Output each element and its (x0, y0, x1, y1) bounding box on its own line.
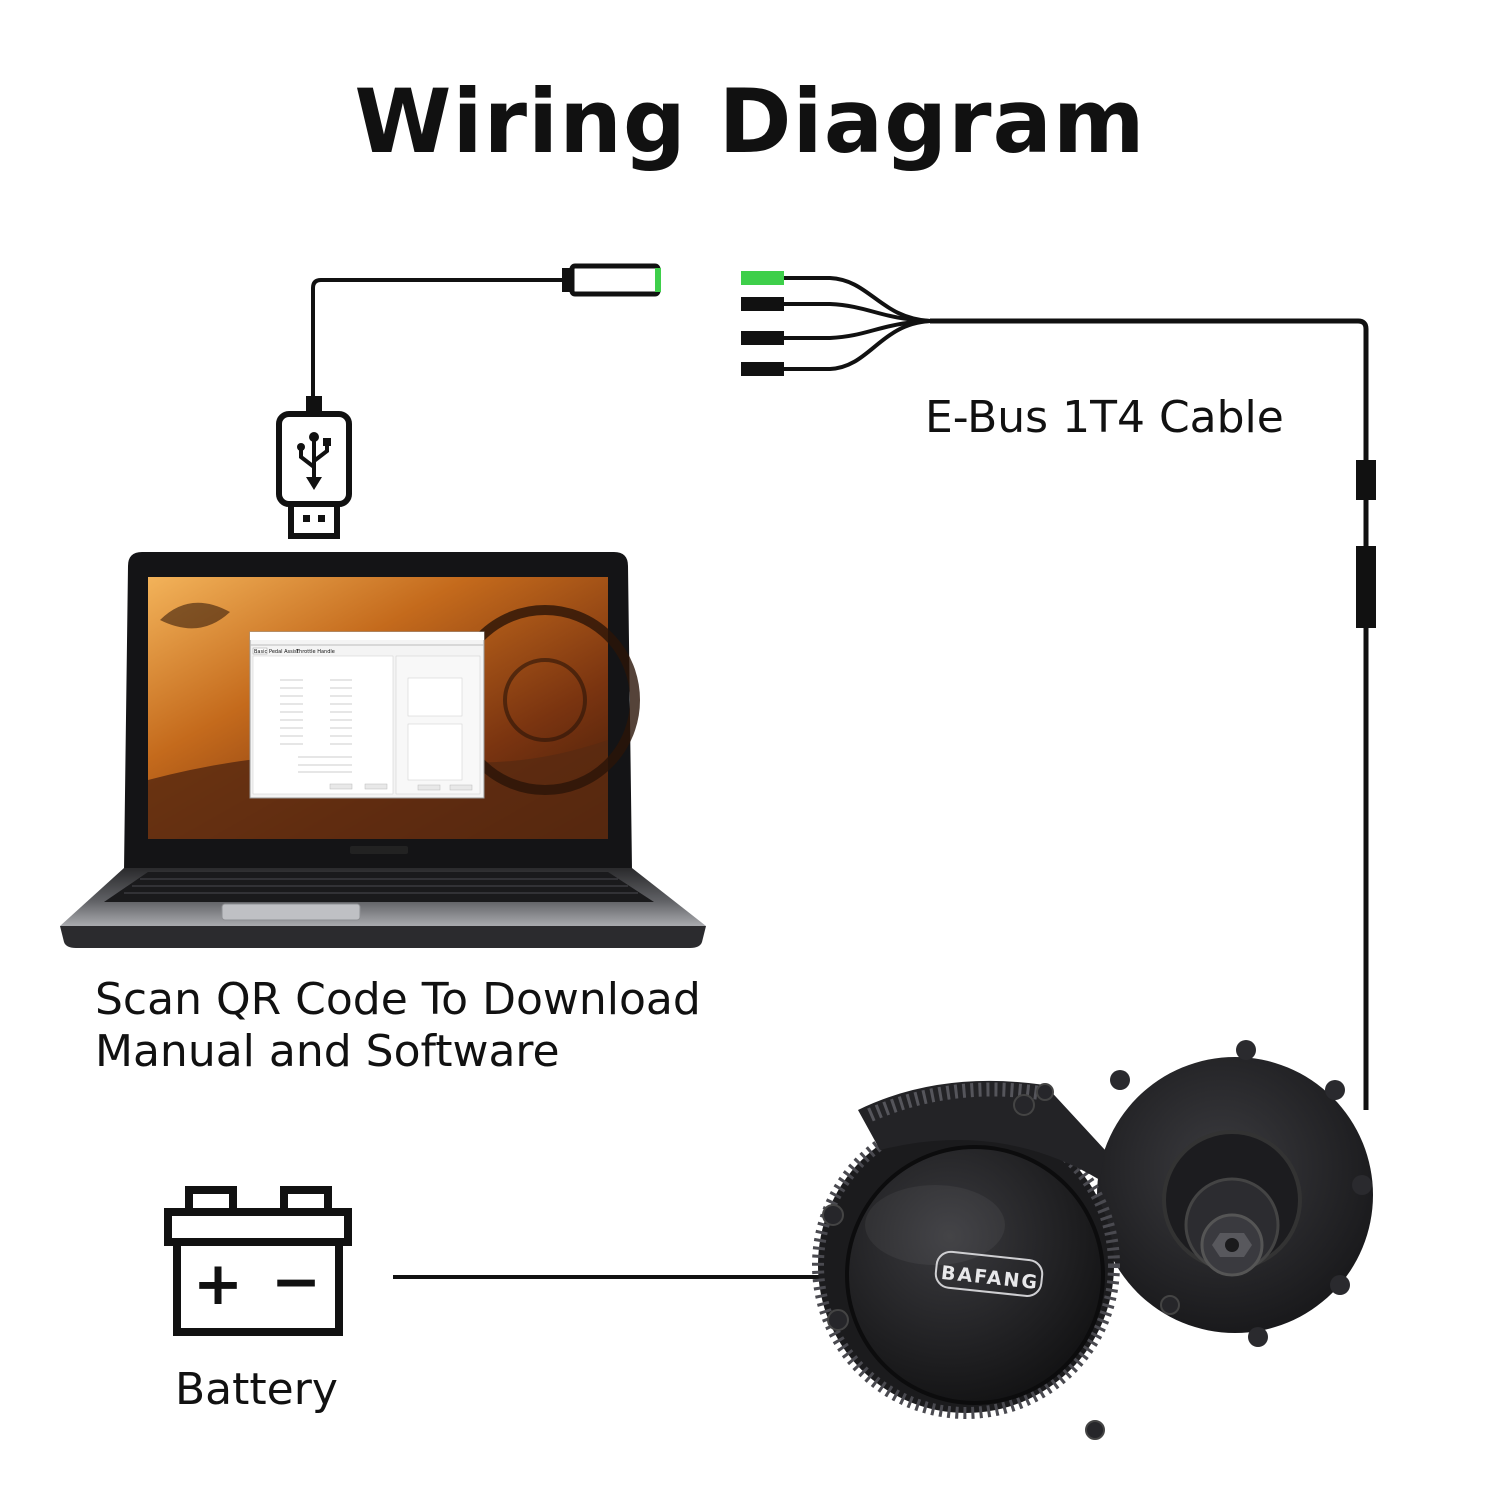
usb-icon (276, 411, 352, 539)
software-window: Basic Pedal Assist Throttle Handle (249, 631, 485, 799)
usb-cable (306, 263, 661, 416)
qr-download-note: Scan QR Code To Download Manual and Soft… (95, 974, 795, 1078)
software-tab-pedal-assist: Pedal Assist (269, 649, 299, 655)
ebus-1t4-cable (741, 271, 1376, 1110)
motor-image: BAFANG (812, 1040, 1373, 1440)
battery-plus-symbol: + (193, 1249, 243, 1319)
battery-icon: + − (164, 1186, 352, 1336)
qr-note-line-1: Scan QR Code To Download (95, 974, 701, 1025)
diagram-title: Wiring Diagram (354, 70, 1146, 173)
software-tab-throttle-handle: Throttle Handle (295, 649, 335, 655)
battery-minus-symbol: − (271, 1247, 321, 1317)
software-tab-basic: Basic (254, 649, 267, 655)
battery-label: Battery (175, 1364, 338, 1415)
cable-label: E-Bus 1T4 Cable (925, 392, 1284, 443)
qr-note-line-2: Manual and Software (95, 1026, 560, 1077)
laptop-image: Basic Pedal Assist Throttle Handle (60, 552, 706, 948)
